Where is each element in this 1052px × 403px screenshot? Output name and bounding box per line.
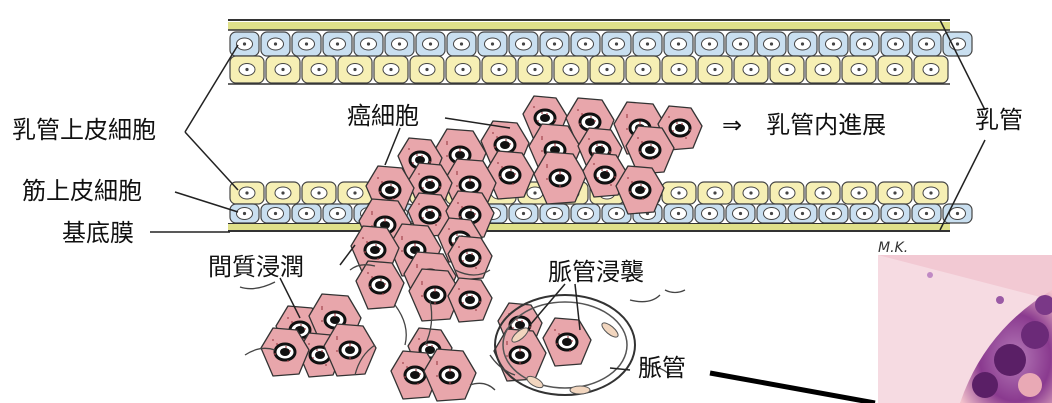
epithelial-cell (914, 182, 948, 204)
cancer-cell (543, 318, 591, 366)
epithelial-cell (354, 32, 383, 56)
epithelial-cell (664, 204, 693, 223)
epithelial-cell (842, 182, 876, 204)
epithelial-cell (230, 204, 259, 223)
epithelial-cell (482, 56, 516, 83)
label-myoepithelial-cell: 筋上皮細胞 (22, 179, 142, 203)
epithelial-cell (266, 182, 300, 204)
epithelial-cell (819, 32, 848, 56)
epithelial-cell (734, 56, 768, 83)
epithelial-cell (302, 182, 336, 204)
epithelial-cell (302, 56, 336, 83)
epithelial-cell (770, 56, 804, 83)
epithelial-cell (757, 204, 786, 223)
epithelial-cell (662, 56, 696, 83)
pointer-line (710, 373, 875, 403)
upper-epithelial-row (230, 32, 972, 83)
epithelial-cell (788, 32, 817, 56)
epithelial-cell (540, 32, 569, 56)
epithelial-cell (850, 32, 879, 56)
histology-photo (878, 255, 1052, 403)
epithelial-cell (518, 56, 552, 83)
label-vessel: 脈管 (638, 356, 686, 380)
epithelial-cell (509, 32, 538, 56)
epithelial-cell (230, 182, 264, 204)
epithelial-cell (447, 32, 476, 56)
epithelial-cell (726, 204, 755, 223)
epithelial-cell (266, 56, 300, 83)
epithelial-cell (734, 182, 768, 204)
epithelial-cell (478, 32, 507, 56)
epithelial-cell (943, 204, 972, 223)
epithelial-cell (292, 204, 321, 223)
epithelial-cell (698, 182, 732, 204)
epithelial-cell (819, 204, 848, 223)
epithelial-cell (261, 204, 290, 223)
epithelial-cell (554, 56, 588, 83)
epithelial-cell (770, 182, 804, 204)
epithelial-cell (374, 56, 408, 83)
epithelial-cell (878, 182, 912, 204)
epithelial-cell (881, 204, 910, 223)
epithelial-cell (338, 56, 372, 83)
cancer-cell (424, 349, 476, 401)
cancer-cell (448, 278, 492, 322)
label-milk-duct: 乳管 (975, 108, 1023, 132)
label-basement-membrane: 基底膜 (62, 221, 134, 245)
epithelial-cell (633, 32, 662, 56)
epithelial-cell (698, 56, 732, 83)
epithelial-cell (230, 56, 264, 83)
epithelial-cell (410, 56, 444, 83)
epithelial-cell (292, 32, 321, 56)
epithelial-cell (540, 204, 569, 223)
epithelial-cell (842, 56, 876, 83)
epithelial-cell (695, 204, 724, 223)
epithelial-cell (806, 182, 840, 204)
label-intraductal-spread: ⇒ 乳管内進展 (722, 113, 886, 137)
myoepithelial-row (230, 204, 972, 223)
epithelial-cell (571, 32, 600, 56)
epithelial-cell (788, 204, 817, 223)
epithelial-cell (416, 32, 445, 56)
epithelial-cell (602, 32, 631, 56)
epithelial-cell (726, 32, 755, 56)
epithelial-cell (323, 204, 352, 223)
epithelial-cell (571, 204, 600, 223)
epithelial-cell (662, 182, 696, 204)
epithelial-cell (878, 56, 912, 83)
epithelial-cell (626, 56, 660, 83)
epithelial-cell (757, 32, 786, 56)
epithelial-cell (912, 32, 941, 56)
cancer-cell (356, 261, 404, 309)
epithelial-cell (509, 204, 538, 223)
epithelial-cell (850, 204, 879, 223)
label-ductal-epithelial-cell: 乳管上皮細胞 (12, 118, 156, 142)
epithelial-cell (912, 204, 941, 223)
signature: M.K. (878, 240, 908, 256)
label-vascular-invasion: 脈管浸襲 (548, 260, 644, 284)
epithelial-cell (806, 56, 840, 83)
epithelial-cell (914, 56, 948, 83)
label-cancer-cell: 癌細胞 (347, 104, 419, 128)
epithelial-cell (323, 32, 352, 56)
epithelial-cell (881, 32, 910, 56)
label-stromal-invasion: 間質浸潤 (208, 255, 304, 279)
upper-duct-wall (228, 20, 972, 84)
epithelial-cell (385, 32, 414, 56)
epithelial-cell (664, 32, 693, 56)
epithelial-cell (695, 32, 724, 56)
epithelial-cell (446, 56, 480, 83)
cancer-cell-mass (261, 96, 702, 401)
epithelial-cell (590, 56, 624, 83)
epithelial-cell (261, 32, 290, 56)
